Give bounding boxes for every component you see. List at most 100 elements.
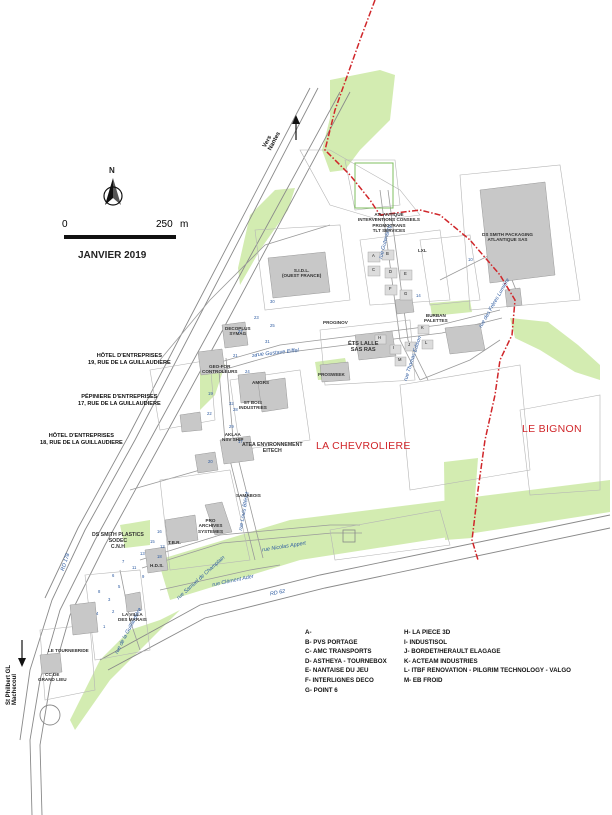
lot-number: 1 <box>103 624 106 629</box>
legend-item: I- INDUSTISOL <box>404 638 447 646</box>
lot-number: 14 <box>416 293 421 298</box>
lot-letter: J <box>408 342 411 347</box>
lot-number: 29 <box>229 424 234 429</box>
lot-letter: E <box>404 271 407 276</box>
legend-item: K- ACTEAM INDUSTRIES <box>404 657 478 665</box>
legend-item: L- ITBF RENOVATION - PILGRIM TECHNOLOGY … <box>404 667 571 675</box>
lot-number: 20 <box>208 459 213 464</box>
map-date: JANVIER 2019 <box>78 250 147 261</box>
address-pepiniere-17: PÉPINIERE D'ENTREPRISES 17, RUE DE LA GU… <box>78 394 161 407</box>
lot-number: 9 <box>142 574 145 579</box>
lot-number: 17 <box>238 439 243 444</box>
legend-column-1: A- B- PVS PORTAGE C- AMC TRANSPORTS D- A… <box>305 628 387 695</box>
commune-le-bignon: LE BIGNON <box>522 423 582 435</box>
lot-number: 18 <box>157 554 162 559</box>
lot-number: 12 <box>160 544 165 549</box>
lot-number: 3 <box>108 597 111 602</box>
lot-number: 27 <box>238 329 243 334</box>
scale-end: 250 <box>156 219 173 230</box>
scale-line <box>64 235 176 239</box>
company-st-bois: ST BOIS INDUSTRIES <box>239 400 267 411</box>
lot-letter: G <box>404 291 408 296</box>
lot-number: 15 <box>150 539 155 544</box>
sports-field <box>354 162 394 209</box>
legend-item: B- PVS PORTAGE <box>305 638 358 646</box>
legend-item: E- NANTAISE DU JEU <box>305 667 369 675</box>
lot-letter: B <box>386 251 389 256</box>
lot-number: 21 <box>233 353 238 358</box>
company-amgrs: AMGRS <box>252 380 270 385</box>
lot-letter: D <box>389 269 393 274</box>
legend-item: A- <box>305 629 312 636</box>
lot-number: 4 <box>96 611 99 616</box>
lot-number: 25 <box>270 323 275 328</box>
company-burban: BURBAN PALETTES <box>424 313 448 324</box>
internal-roads <box>119 189 521 651</box>
legend-item: F- INTERLIGNES DECO <box>305 677 374 685</box>
lot-number: 32 <box>229 401 234 406</box>
lot-number: 10 <box>468 257 473 262</box>
legend-item: H- LA PIECE 3D <box>404 629 451 636</box>
lot-number: 31 <box>265 339 270 344</box>
legend-item: C- AMC TRANSPORTS <box>305 648 372 656</box>
company-atea: ATEA ENVIRONNEMENT EITECH <box>242 442 303 454</box>
company-ets-lalle: ÉTS LALLE SAS RAS <box>348 341 379 354</box>
company-samabois: SAMABOIS <box>236 493 261 498</box>
arrow-down-icon <box>18 640 26 667</box>
legend-item: M- EB FROID <box>404 677 443 685</box>
scale-start: 0 <box>62 219 68 230</box>
lot-number: 22 <box>207 411 212 416</box>
company-sidl: S.I.D.L. (OUEST FRANCE) <box>282 268 322 279</box>
lot-letter: H <box>378 335 382 340</box>
address-hotel-19: HÔTEL D'ENTREPRISES 19, RUE DE LA GUILLA… <box>88 353 171 366</box>
lot-letter: C <box>372 267 376 272</box>
company-atlantique: ATLANTIQUE INTERVENTIONS CONSEILS PROMOT… <box>358 212 420 233</box>
company-aklaa: AKLAA NSV SHIP <box>222 432 244 443</box>
lot-number: 26 <box>252 353 257 358</box>
company-proginov: PROGINOV <box>323 320 348 325</box>
commune-la-chevroliere: LA CHEVROLIERE <box>316 440 411 452</box>
arrow-up-icon <box>292 115 300 140</box>
company-le-tournebride: LE TOURNEBRIDE <box>48 648 89 653</box>
rd62-lines <box>39 514 611 726</box>
company-cc-de-grand-lieu: CC DE GRAND LIEU <box>38 672 67 683</box>
lot-letter: F <box>389 286 392 291</box>
lot-number: 28 <box>233 407 238 412</box>
company-ds-smith-packaging: DS SMITH PACKAGING ATLANTIQUE SAS <box>482 232 533 243</box>
small-lots <box>367 249 434 367</box>
legend-item: G- POINT 6 <box>305 686 338 694</box>
lot-number: 23 <box>254 315 259 320</box>
company-decoplus: DECOPLUS SYMAG <box>225 326 251 337</box>
north-label: N <box>109 166 115 175</box>
company-geo-for: GEO-FOR CONTROLEURS <box>202 364 238 375</box>
small-building <box>342 529 356 543</box>
compass-icon <box>103 178 123 206</box>
lot-number: 19 <box>208 391 213 396</box>
lot-number: 13 <box>140 551 145 556</box>
address-hotel-18: HÔTEL D'ENTREPRISES 18, RUE DE LA GUILLA… <box>40 433 123 446</box>
company-prosweek: PROSWEEK <box>318 372 345 377</box>
legend-item: J- BORDET/HERAULT ELAGAGE <box>404 648 501 656</box>
company-ds-smith-plastics: DS SMITH PLASTICS SODEC C.N.H <box>92 532 144 550</box>
lot-letter: I <box>393 345 395 350</box>
scale-bar: 0 250 m <box>62 215 212 265</box>
buildings <box>39 181 556 675</box>
legend-column-2: H- LA PIECE 3D I- INDUSTISOL J- BORDET/H… <box>404 628 571 686</box>
lot-number: 11 <box>132 565 137 570</box>
direction-st-philbert: St Philbert GL Machecoul <box>6 664 18 705</box>
company-hds: H.D.S. <box>150 563 164 568</box>
commune-boundary <box>324 0 516 561</box>
legend-item: D- ASTHEYA - TOURNEBOX <box>305 657 387 665</box>
lot-number: 8 <box>98 589 101 594</box>
lot-number: 24 <box>245 369 250 374</box>
lot-letter: L <box>425 340 428 345</box>
lot-number: 16 <box>157 529 162 534</box>
lot-number: 30 <box>270 299 275 304</box>
company-la-villa: LA VILLA DES MARAIS <box>118 612 147 623</box>
lot-letter: A <box>372 253 375 258</box>
company-tbr: T.B.R. <box>168 540 181 545</box>
lot-number: 2 <box>112 609 115 614</box>
company-pro-archives: PRO ARCHIVES SYSTEMES <box>198 518 224 534</box>
lot-number: 6 <box>112 573 115 578</box>
